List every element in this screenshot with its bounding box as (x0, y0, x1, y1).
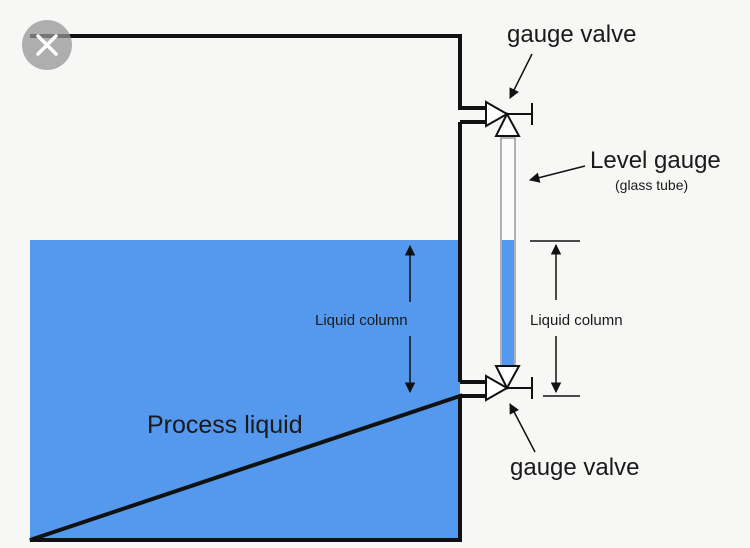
process-liquid-label: Process liquid (147, 411, 303, 439)
gauge-valve-top-pointer (509, 53, 533, 99)
gauge-valve-bottom-label: gauge valve (510, 454, 639, 481)
gauge-liquid-column-label: Liquid column (530, 312, 623, 329)
bottom-gauge-valve (485, 365, 533, 402)
gauge-valve-top-label: gauge valve (507, 21, 636, 48)
gauge-liquid-fill (502, 240, 514, 365)
top-gauge-valve (485, 100, 533, 137)
level-gauge-label: Level gauge (590, 147, 721, 174)
process-liquid-fill (30, 240, 460, 540)
gauge-valve-bottom-pointer (509, 403, 536, 453)
level-gauge-pointer (528, 165, 586, 183)
close-button[interactable] (22, 20, 72, 70)
glass-tube-label: (glass tube) (615, 177, 688, 193)
close-icon (36, 34, 58, 56)
tank-liquid-column-label: Liquid column (315, 312, 408, 329)
tank-outline (29, 34, 490, 542)
